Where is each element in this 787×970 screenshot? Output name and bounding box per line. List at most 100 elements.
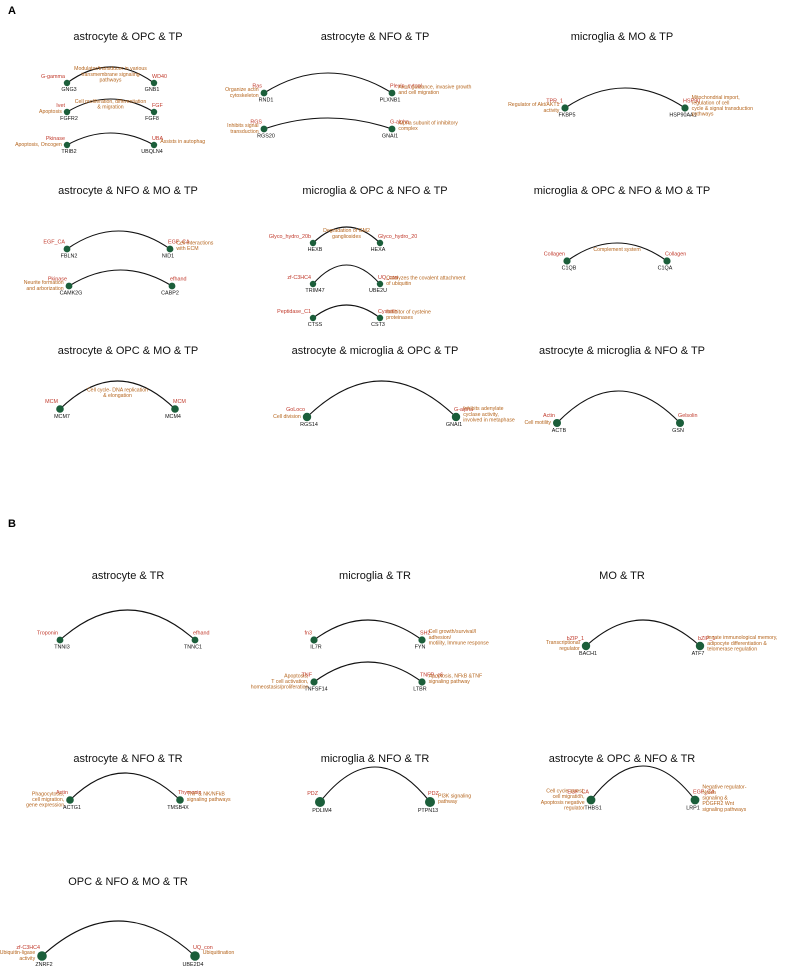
gene-node (310, 678, 318, 686)
gene-node (418, 636, 426, 644)
function-label: Cell cycle arrest, (546, 789, 584, 795)
panel-title: MO & TR (599, 570, 645, 582)
panel-title: microglia & TR (339, 570, 411, 582)
function-label: Organize actin (225, 87, 259, 93)
gene-node (451, 412, 461, 422)
function-label: complex (398, 126, 418, 132)
function-label: involved in metaphase (463, 417, 515, 423)
function-label: regulation of cell (692, 100, 730, 106)
function-label: Apoptosis, NFkB &TNF (429, 674, 483, 680)
gene-label: CTSS (308, 322, 323, 328)
domain-label: MCM (45, 399, 58, 405)
domain-label: EGF_CA (567, 790, 589, 796)
function-label: homeostasis/proliferation (251, 685, 309, 691)
domain-label: SH2 (420, 630, 431, 636)
function-label: gene expression (26, 803, 64, 809)
gene-label: C1QA (658, 266, 673, 272)
gene-node (63, 141, 71, 149)
function-label: cell migration, (32, 797, 64, 803)
function-label: motility, Immune response (429, 640, 489, 646)
function-label: Cell motility (524, 420, 551, 426)
gene-label: FGFR2 (60, 116, 78, 122)
panel-title: microglia & NFO & TR (321, 753, 430, 765)
interaction-arc (263, 117, 393, 130)
function-label: Modulator/transducer in various (74, 66, 147, 72)
function-label: Alpha subunit of inhibitory (398, 121, 458, 127)
gene-node (586, 795, 596, 805)
panel-title: astrocyte & NFO & MO & TP (58, 185, 198, 197)
domain-label: G-alpha (454, 407, 473, 413)
panel-title: microglia & OPC & NFO & MO & TP (534, 185, 710, 197)
gene-label: RND1 (259, 97, 274, 103)
interaction-arc (312, 304, 381, 319)
interaction-arc (69, 772, 181, 801)
gene-node (581, 641, 591, 651)
function-label: Degradation of GM2 (323, 228, 370, 234)
gene-node (309, 239, 317, 247)
function-label: proteinases (386, 315, 413, 321)
function-label: Assists in autophag (160, 139, 205, 145)
gene-node (376, 239, 384, 247)
gene-label: UBQLN4 (141, 149, 163, 155)
domain-label: HSP90 (683, 98, 700, 104)
function-label: Regulator of Akt/AKT1 (508, 102, 559, 108)
domain-label: TNF (302, 672, 313, 678)
gene-node (563, 257, 571, 265)
gene-label: UBE2D4 (183, 962, 204, 968)
gene-node (260, 89, 268, 97)
function-label: and arborization (26, 286, 63, 292)
gene-label: FGF8 (145, 116, 159, 122)
domain-label: Cystatin (378, 309, 397, 315)
function-label: of ubiquitin (386, 281, 411, 287)
function-label: Ubiquitination (203, 950, 235, 956)
function-label: cell migration, (553, 794, 585, 800)
gene-node (150, 108, 158, 116)
interaction-arc (556, 390, 681, 424)
gene-label: NID1 (162, 253, 174, 259)
interaction-arc (306, 380, 457, 418)
panel-title: astrocyte & OPC & TP (73, 31, 182, 43)
gene-node (63, 245, 71, 253)
domain-label: efhand (193, 631, 210, 637)
interaction-arc (59, 380, 176, 410)
gene-node (663, 257, 671, 265)
gene-label: ACTB (552, 428, 567, 434)
domain-label: Plexin_cytopl (390, 84, 422, 90)
function-label: PDGFR2 Wnt (702, 801, 734, 807)
gene-node (561, 104, 569, 112)
gene-label: PTPN13 (418, 808, 438, 814)
domain-label: UQ_con (193, 945, 213, 951)
interaction-arc (68, 269, 173, 287)
function-label: Apoptosis (39, 109, 62, 115)
panel-title: OPC & NFO & MO & TR (68, 876, 188, 888)
gene-node (150, 141, 158, 149)
gene-node (376, 280, 384, 288)
interaction-arc (590, 765, 696, 801)
domain-label: RGS (250, 120, 262, 126)
gene-node (388, 125, 396, 133)
gene-label: TMSB4X (167, 805, 189, 811)
function-label: TNF & NK/NFkB (187, 792, 226, 798)
gene-label: GNB1 (145, 87, 160, 93)
gene-label: ACTG1 (63, 805, 81, 811)
function-label: cycle & signal transduction (692, 106, 754, 112)
function-label: signaling pathways (702, 807, 746, 813)
gene-node (56, 405, 64, 413)
function-label: Inhibits signal (227, 123, 258, 129)
interaction-arc (41, 920, 196, 957)
gene-node (309, 280, 317, 288)
